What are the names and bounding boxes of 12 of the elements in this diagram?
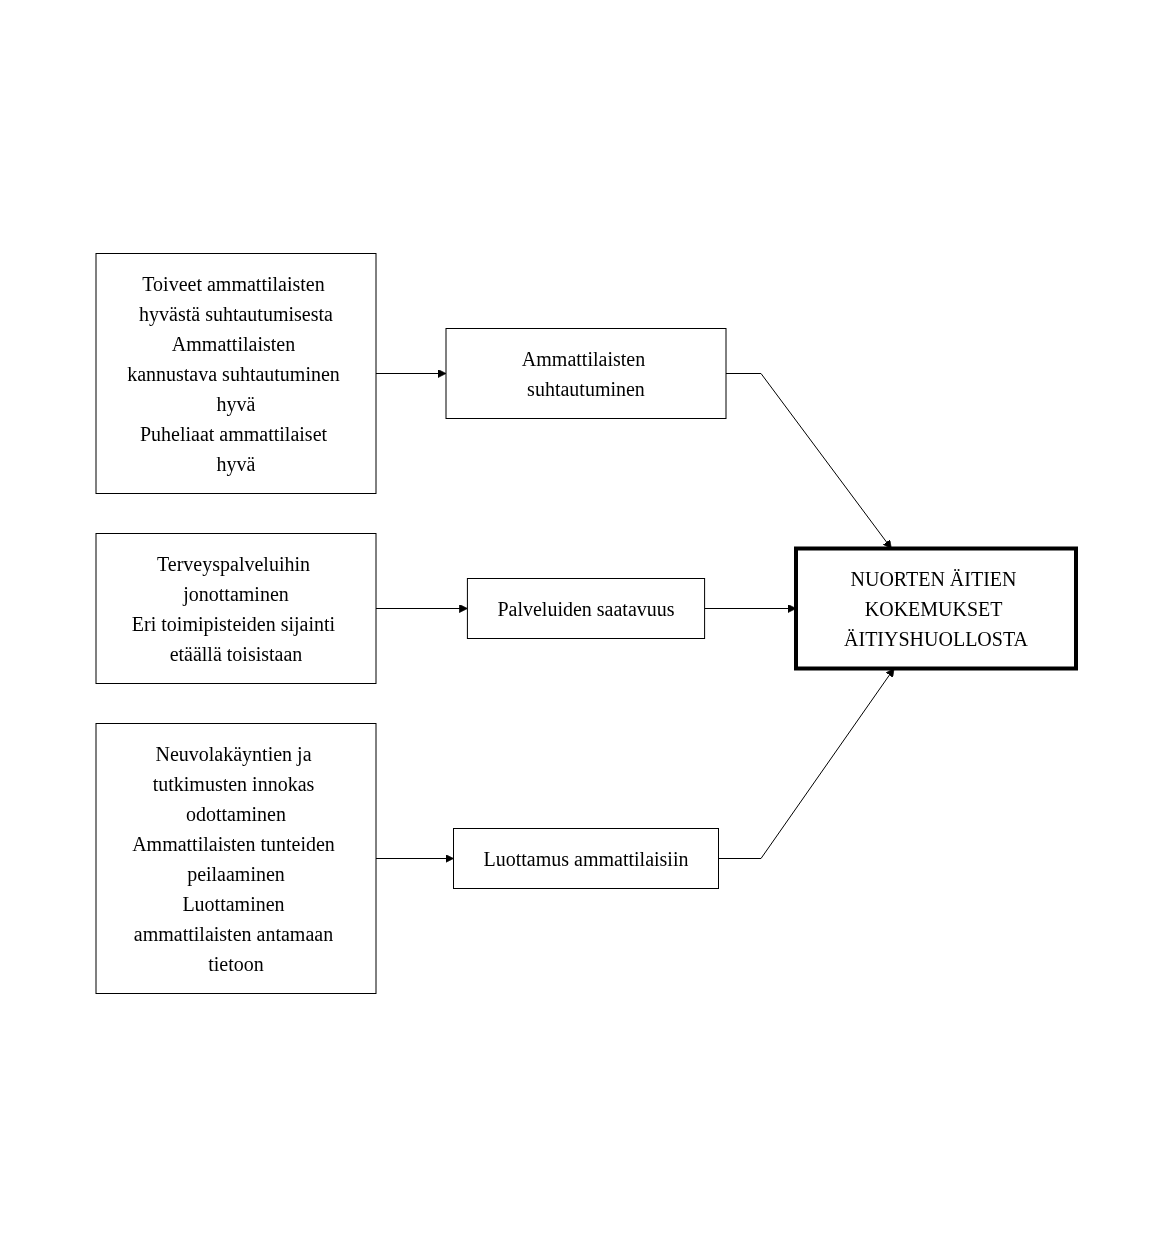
arrow (717, 668, 894, 859)
node-box: Ammattilaisten suhtautuminen (445, 328, 726, 419)
arrow (375, 369, 446, 378)
node-box: Palveluiden saatavuus (466, 578, 705, 639)
node-box: Neuvolakäyntien ja tutkimusten innokas odottaminen Ammattilaisten tunteiden peilaaminen Luottaminen ammattilaisten antamaan tietoon (95, 723, 376, 994)
arrow (725, 373, 892, 549)
arrow (375, 604, 468, 613)
node-box: Toiveet ammattilaisten hyvästä suhtautumisesta Ammattilaisten kannustava suhtautuminen hyvä Puheliaat ammattilaiset hyvä (95, 253, 376, 494)
node-box: Luottamus ammattilaisiin (452, 828, 719, 889)
node-box: NUORTEN ÄITIEN KOKEMUKSET ÄITIYSHUOLLOSTA (793, 546, 1078, 671)
arrow (375, 854, 454, 863)
node-box: Terveyspalveluihin jonottaminen Eri toimipisteiden sijainti etäällä toisistaan (95, 533, 376, 684)
